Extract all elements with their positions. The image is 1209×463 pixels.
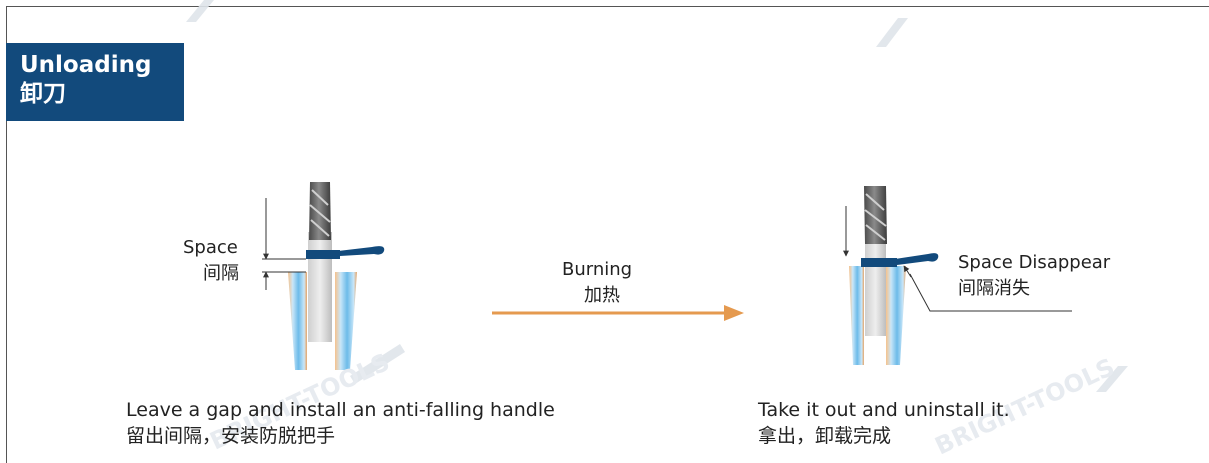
left-caption-en: Leave a gap and install an anti-falling … bbox=[126, 399, 555, 421]
right-caption-zh: 拿出，卸载完成 bbox=[758, 425, 892, 447]
left-holder bbox=[288, 272, 357, 370]
right-gap-label-zh: 间隔消失 bbox=[958, 278, 1030, 299]
right-assembly bbox=[843, 186, 1072, 365]
left-gap-label-zh: 间隔 bbox=[203, 263, 239, 284]
title-box: Unloading 卸刀 bbox=[6, 43, 184, 121]
arrow-label-zh: 加热 bbox=[584, 285, 620, 306]
left-assembly bbox=[262, 182, 385, 370]
left-cutter bbox=[308, 182, 332, 342]
title-zh: 卸刀 bbox=[20, 81, 66, 107]
right-callouts bbox=[843, 206, 1072, 312]
right-caption-en: Take it out and uninstall it. bbox=[758, 399, 1010, 421]
diagram-frame bbox=[6, 6, 1209, 463]
left-anti-fall-handle bbox=[306, 246, 385, 259]
burning-arrow bbox=[492, 305, 744, 321]
left-caption-zh: 留出间隔，安装防脱把手 bbox=[126, 425, 336, 447]
arrow-label-en: Burning bbox=[562, 259, 633, 280]
right-holder bbox=[849, 266, 906, 365]
watermarks bbox=[186, 0, 1128, 392]
left-gap-dimension bbox=[262, 198, 306, 290]
title-en: Unloading bbox=[20, 52, 152, 78]
left-gap-label-en: Space bbox=[183, 237, 238, 258]
right-anti-fall-handle bbox=[861, 253, 939, 267]
right-gap-label-en: Space Disappear bbox=[958, 252, 1111, 273]
